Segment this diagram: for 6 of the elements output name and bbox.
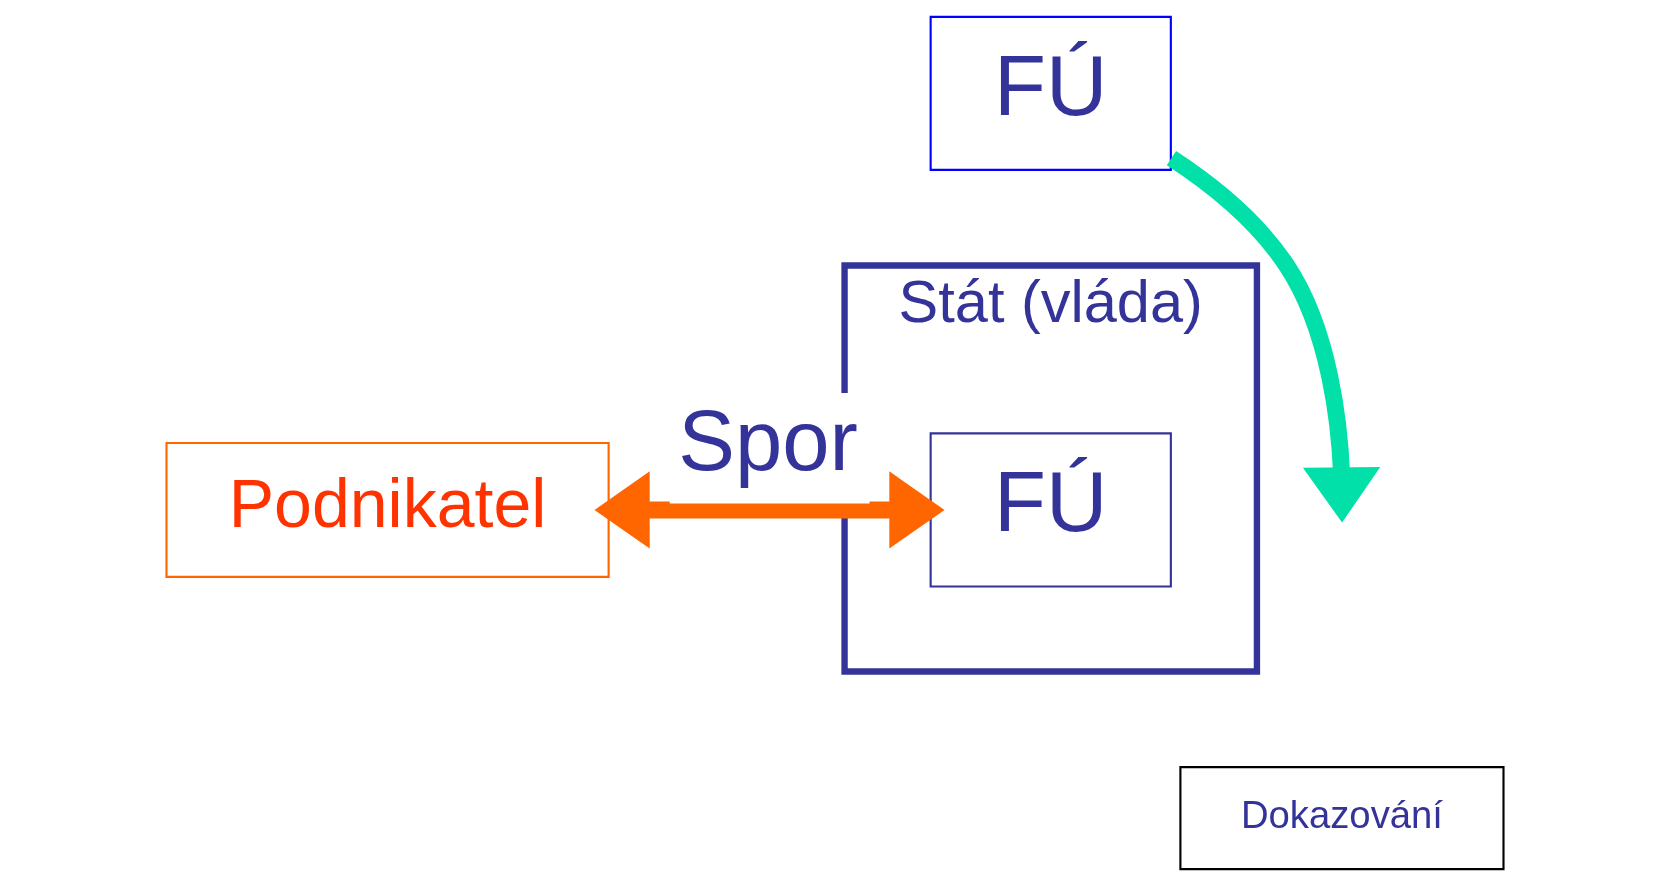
- node-box: FÚ: [929, 15, 1172, 171]
- node-box: Podnikatel: [164, 441, 610, 578]
- node-box: Dokazování: [1178, 766, 1505, 871]
- node-box: FÚ: [929, 432, 1172, 588]
- arrow: [1166, 151, 1380, 523]
- arrow: [594, 471, 945, 549]
